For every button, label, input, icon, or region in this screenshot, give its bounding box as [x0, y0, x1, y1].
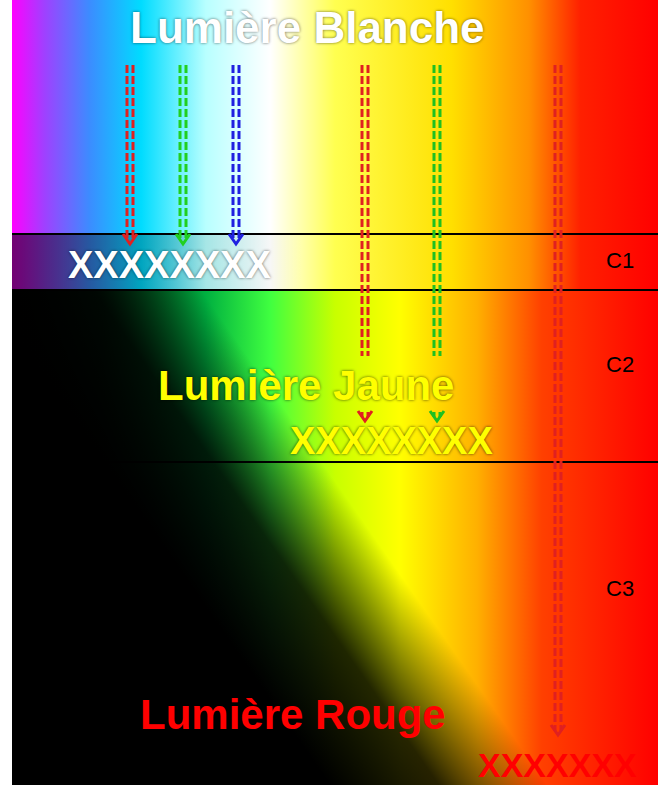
ray-head	[176, 234, 190, 244]
layer-label: C3	[606, 578, 634, 600]
light-label: Lumière Rouge	[140, 694, 446, 736]
light-label: Lumière Jaune	[158, 365, 454, 407]
ray-stroke	[361, 65, 364, 356]
ray-stroke	[367, 65, 370, 356]
ray-stroke	[433, 65, 436, 356]
ray-head	[123, 234, 137, 244]
ray-head	[551, 725, 565, 735]
layer-label: C2	[606, 354, 634, 376]
ray-stroke	[185, 65, 188, 240]
ray-stroke	[126, 65, 129, 240]
ray-stroke	[238, 65, 241, 240]
ray-stroke	[439, 65, 442, 356]
ray-head	[430, 411, 444, 421]
ray-stroke	[232, 65, 235, 240]
ray-stroke	[554, 65, 557, 731]
mark-row: XXXXXXX	[478, 748, 637, 782]
ray-head	[358, 411, 372, 421]
layer-label: C1	[606, 250, 634, 272]
ray-stroke	[560, 65, 563, 731]
mark-row: XXXXXXXX	[68, 246, 271, 284]
light-label: Lumière Blanche	[130, 6, 485, 50]
light-rays	[123, 65, 565, 735]
ray-stroke	[132, 65, 135, 240]
ray-head	[229, 234, 243, 244]
mark-row: XXXXXXXX	[290, 422, 493, 460]
ray-stroke	[179, 65, 182, 240]
